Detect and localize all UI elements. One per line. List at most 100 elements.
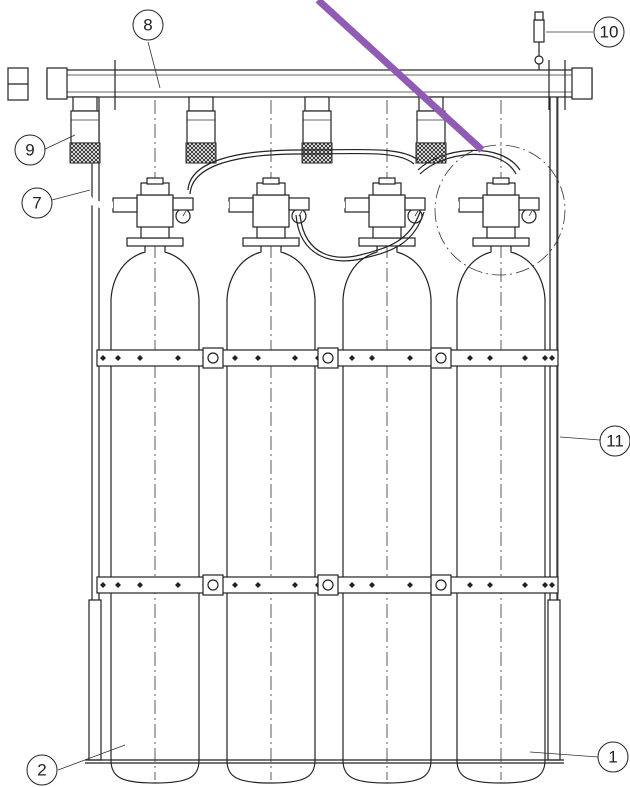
clamp-bolt-icon	[207, 352, 219, 364]
check-valve-fitting	[533, 11, 545, 70]
neck-flange	[472, 237, 530, 247]
valve-head	[486, 182, 516, 196]
valve-head	[256, 182, 286, 196]
manifold-drop-nipple	[72, 96, 98, 112]
clamp-bolt-icon	[207, 579, 219, 591]
flex-hose-inner	[81, 165, 113, 209]
valve-body	[368, 194, 406, 228]
valve-outlet	[112, 197, 138, 213]
valve-cap	[492, 177, 510, 185]
callout-10: 10	[593, 16, 625, 48]
strap-bolt-icon	[487, 355, 493, 361]
callout-2: 2	[26, 754, 58, 786]
flex-hose-inner	[427, 165, 459, 209]
cylinder-3	[301, 96, 432, 784]
strap-bolt-icon	[115, 582, 121, 588]
callout-1: 1	[597, 741, 629, 773]
strap-bolt-icon	[542, 355, 548, 361]
valve-cap	[146, 177, 164, 185]
strap-bolt-icon	[100, 582, 106, 588]
strap-band-1	[96, 347, 559, 369]
valve-outlet	[344, 197, 370, 213]
valve-port	[404, 197, 426, 211]
valve-body	[136, 194, 174, 228]
gauge-needle	[528, 210, 533, 217]
valve-port	[518, 197, 540, 211]
callout-label-2: 2	[37, 761, 46, 780]
strap-bolt-icon	[407, 355, 413, 361]
clamp-bolt-icon	[435, 579, 447, 591]
manifold-pipe	[46, 67, 593, 100]
strap-bolt-icon	[349, 582, 355, 588]
flex-hose-inner	[197, 165, 229, 209]
valve-body	[482, 194, 520, 228]
neck-flange	[358, 237, 416, 247]
connector-nut	[70, 110, 100, 144]
connector-nut	[186, 110, 216, 144]
knurled-coupling	[415, 142, 447, 164]
retaining-straps	[96, 347, 559, 596]
valve-head	[372, 182, 402, 196]
neck-collar	[140, 225, 170, 239]
strap-bolt-icon	[549, 355, 555, 361]
cylinder-body	[456, 245, 546, 784]
cylinders	[69, 96, 546, 784]
manifold-drop-nipple	[188, 96, 214, 112]
neck-flange	[242, 237, 300, 247]
strap-bolt-icon	[292, 582, 298, 588]
detail-circle	[434, 144, 566, 276]
strap-bolt-icon	[487, 582, 493, 588]
callout-label-1: 1	[608, 748, 617, 767]
gauge-needle	[182, 210, 187, 217]
strap-bolt-icon	[137, 582, 143, 588]
manifold-drop-nipple	[304, 96, 330, 112]
callout-label-11: 11	[606, 432, 624, 451]
strap-bolt-icon	[255, 582, 261, 588]
strap-band-2	[96, 574, 559, 596]
callout-11: 11	[599, 425, 630, 457]
strap-bolt-icon	[175, 355, 181, 361]
strap-bolt-icon	[407, 582, 413, 588]
valve-port	[172, 197, 194, 211]
neck-collar	[486, 225, 516, 239]
callout-label-9: 9	[25, 141, 34, 160]
strap-bolt-icon	[522, 355, 528, 361]
strap-bolt-icon	[292, 355, 298, 361]
neck-flange	[126, 237, 184, 247]
strap-bolt-icon	[232, 355, 238, 361]
valve-outlet	[228, 197, 254, 213]
callout-8: 8	[132, 9, 164, 41]
cylinder-body	[226, 245, 316, 784]
knurled-coupling	[185, 142, 217, 164]
strap-bolt-icon	[115, 355, 121, 361]
valve-cap	[378, 177, 396, 185]
valve-cap	[262, 177, 280, 185]
cylinder-body	[342, 245, 432, 784]
strap-bolt-icon	[100, 355, 106, 361]
strap-bolt-icon	[232, 582, 238, 588]
neck-collar	[256, 225, 286, 239]
cylinder-1	[69, 96, 200, 784]
callout-label-10: 10	[600, 23, 619, 42]
neck-collar	[372, 225, 402, 239]
gauge-needle	[414, 210, 419, 217]
strap-bolt-icon	[549, 582, 555, 588]
strap-bolt-icon	[522, 582, 528, 588]
rack-frame	[85, 60, 566, 764]
knurled-coupling	[69, 142, 101, 164]
clamp-bolt-icon	[322, 352, 334, 364]
strap-bolt-icon	[369, 355, 375, 361]
end-cap-symbol	[7, 67, 29, 101]
valve-port	[288, 197, 310, 211]
callout-leaders	[42, 31, 601, 771]
cylinder-2	[185, 96, 316, 784]
strap-bolt-icon	[542, 582, 548, 588]
clamp-bolt-icon	[435, 352, 447, 364]
cylinder-body	[110, 245, 200, 784]
strap-bolt-icon	[467, 355, 473, 361]
connector-nut	[302, 110, 332, 144]
strap-bolt-icon	[467, 582, 473, 588]
clamp-bolt-icon	[322, 579, 334, 591]
flex-hose-inner	[313, 165, 345, 209]
pilot-hose	[187, 148, 521, 262]
